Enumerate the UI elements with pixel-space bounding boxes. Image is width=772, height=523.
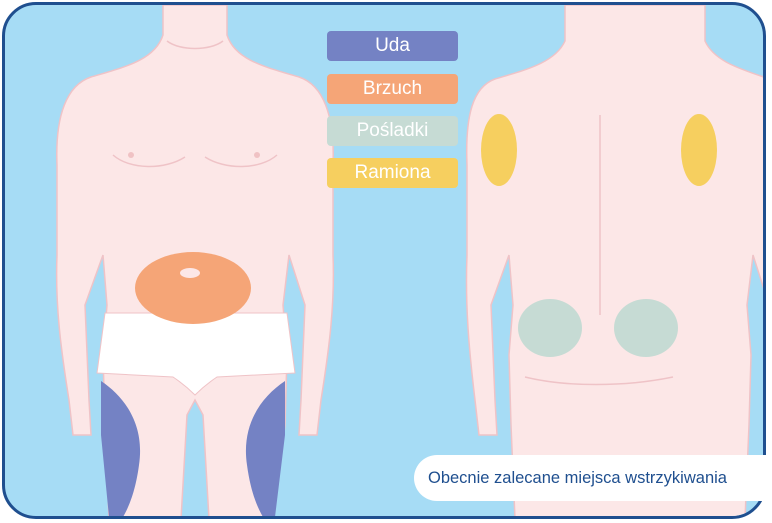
arm-zone-right [681,114,717,186]
buttock-zone-right [614,299,678,357]
back-body-silhouette [466,5,766,519]
legend-abdomen: Brzuch [327,74,458,104]
back-figure [466,5,766,519]
legend-arms: Ramiona [327,158,458,188]
legend-thighs: Uda [327,31,458,61]
navel [180,268,200,278]
front-nipple-left [128,152,134,158]
legend-buttocks: Pośladki [327,116,458,146]
buttock-zone-left [518,299,582,357]
front-nipple-right [254,152,260,158]
front-figure [57,5,334,519]
abdomen-zone [135,252,251,324]
caption-label: Obecnie zalecane miejsca wstrzykiwania [414,455,772,501]
arm-zone-left [481,114,517,186]
